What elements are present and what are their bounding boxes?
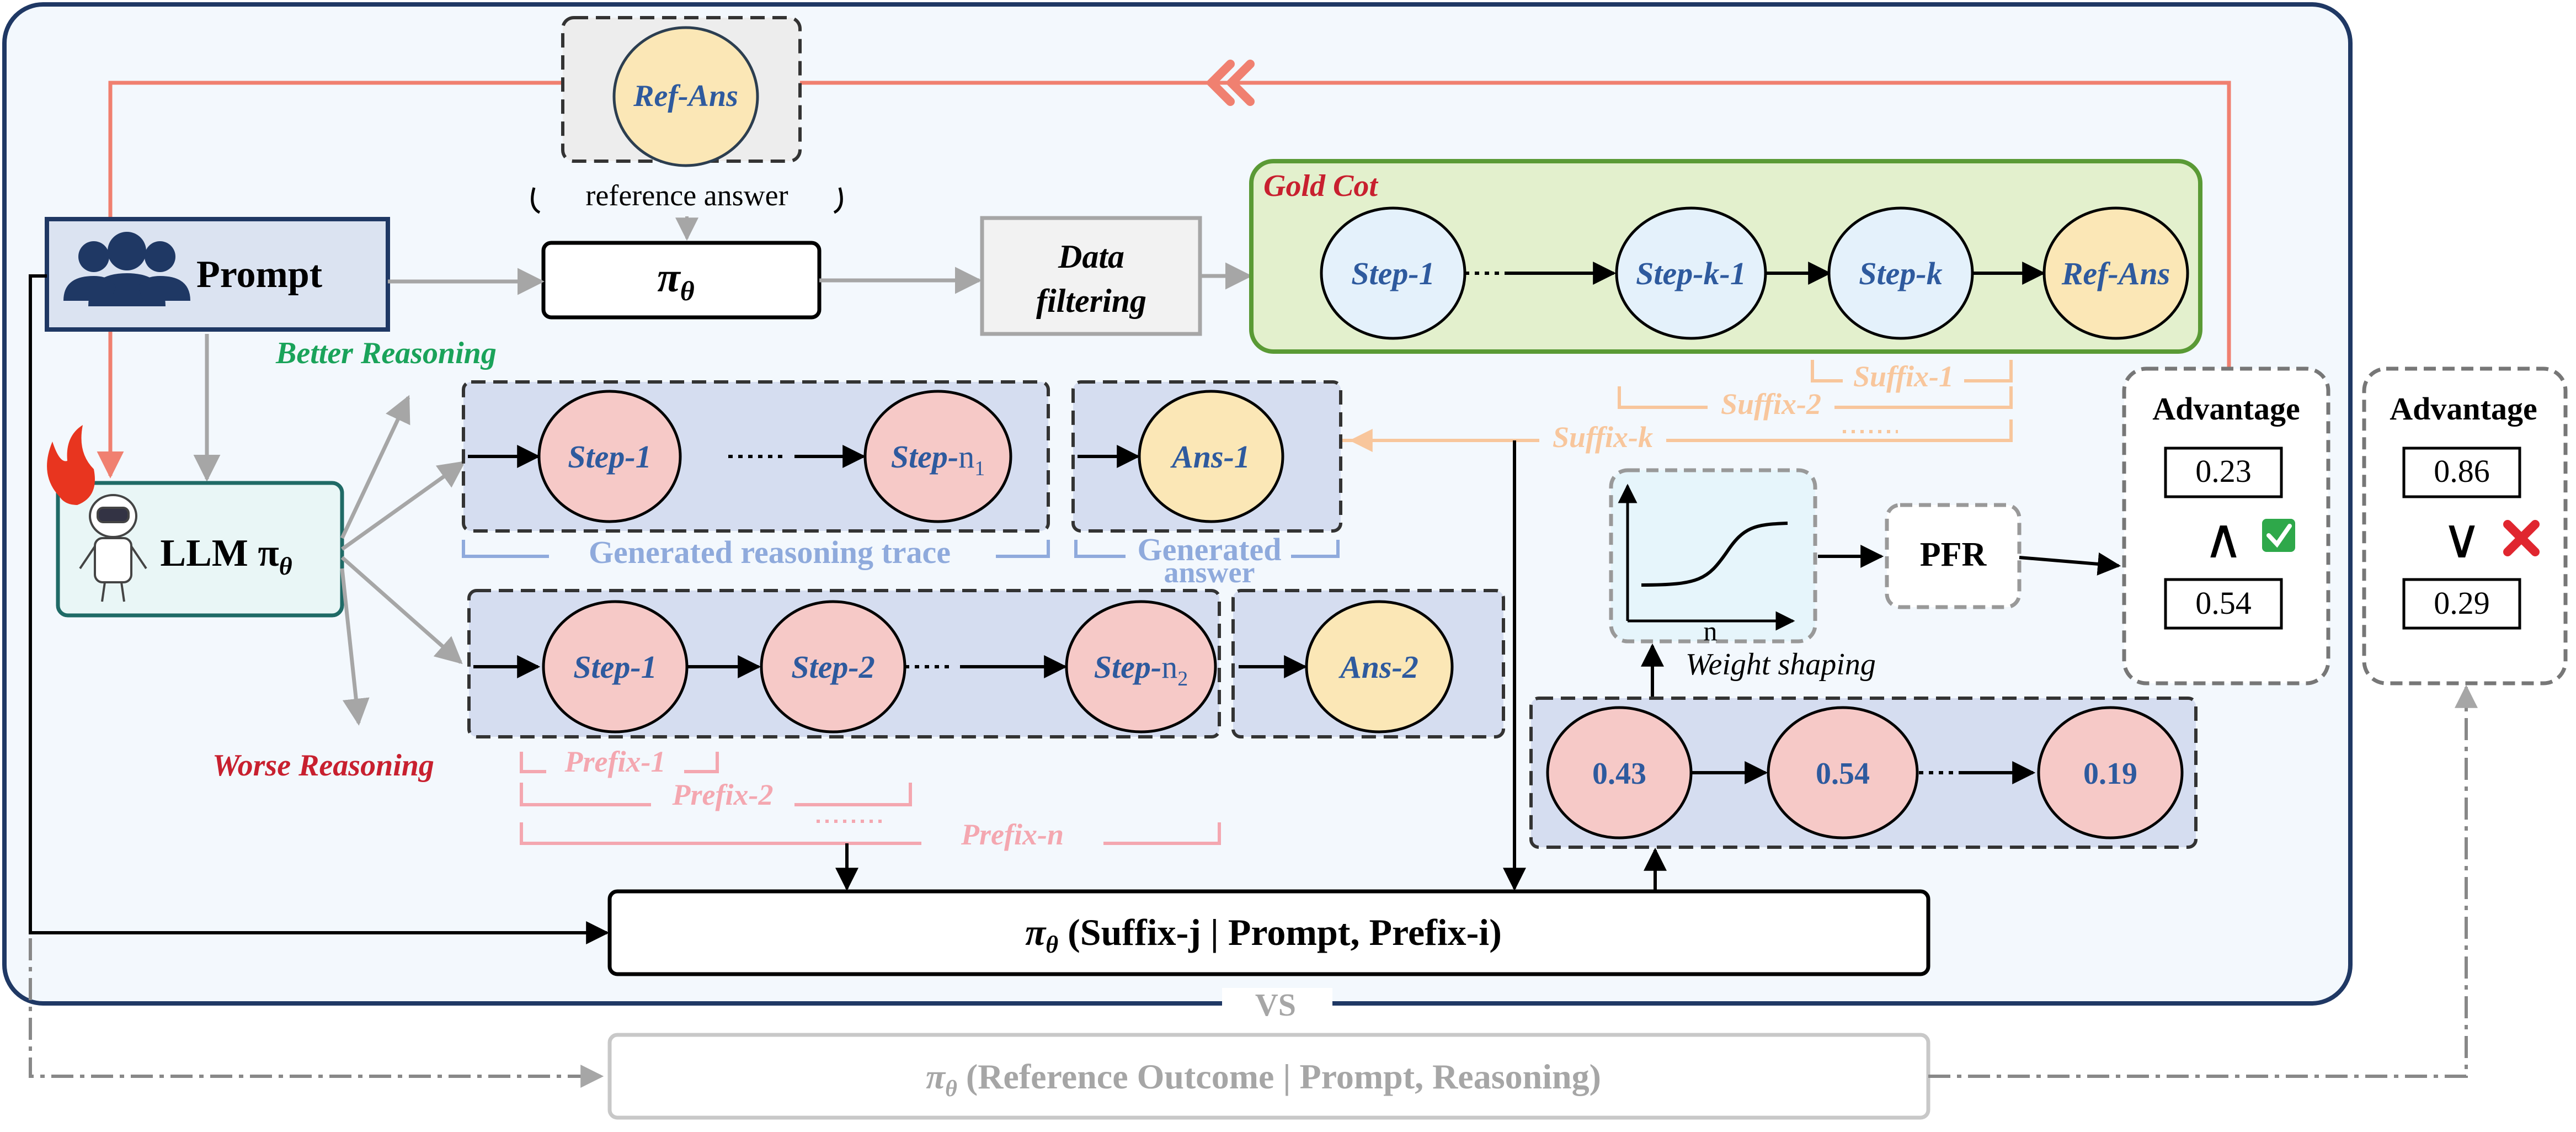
reference-answer-caption: reference answer	[585, 179, 788, 212]
suffix-1: Suffix-1	[1853, 360, 1954, 393]
trace2-step-n2-var: n	[1161, 649, 1177, 685]
trace1-caption: Generated reasoning trace	[589, 534, 951, 570]
gold-cot-title: Gold Cot	[1263, 169, 1378, 203]
svg-text:πθ: πθ	[657, 254, 695, 306]
data-filtering-line2: filtering	[1036, 283, 1146, 319]
policy-theta: θ	[680, 275, 695, 306]
gold-step-1-label: Step-1	[1351, 256, 1434, 291]
answer-caption-line2: answer	[1164, 556, 1255, 589]
answer-caption-line1: Generated	[1138, 532, 1282, 567]
llm-label: LLM π	[160, 532, 279, 575]
answer-1: Ans-1	[1071, 380, 1342, 533]
prob-row: 0.43 0.54 0.19	[1529, 697, 2198, 849]
trace2-step-n2	[1065, 600, 1217, 734]
prob-node-3	[2037, 706, 2184, 839]
trace1-step-n1	[863, 390, 1012, 523]
trace2-step-n2-sub: 2	[1177, 667, 1188, 690]
adv-right-title: Advantage	[2390, 391, 2537, 427]
cond-theta: θ	[1046, 931, 1058, 958]
llm-box: LLM πθ	[47, 425, 344, 618]
pfr-label: PFR	[1920, 536, 1987, 573]
users-icon	[63, 232, 190, 306]
prompt-label: Prompt	[196, 253, 322, 296]
check-icon	[2262, 519, 2295, 552]
adv-right-op: ∨	[2441, 508, 2482, 570]
prompt-box: Prompt	[45, 217, 390, 332]
svg-text:Step-n2: Step-n2	[1094, 649, 1188, 690]
cross-icon	[2503, 520, 2540, 556]
gold-step-k-label: Step-k	[1859, 256, 1942, 291]
adv-left-top: 0.23	[2195, 453, 2252, 489]
trace-1: Step-1 Step-n1	[462, 380, 1050, 533]
data-filtering-box: Data filtering	[980, 216, 1202, 336]
gold-ref-ans-label: Ref-Ans	[2061, 256, 2170, 291]
reference-answer-box: Ref-Ans reference answer	[530, 16, 844, 241]
adv-left-title: Advantage	[2152, 391, 2300, 427]
answer-2: Ans-2	[1231, 589, 1505, 738]
ref-ans-node	[612, 26, 759, 167]
ans-1-node	[1138, 390, 1284, 523]
prefix-1: Prefix-1	[564, 745, 666, 778]
suffix-2: Suffix-2	[1721, 387, 1821, 421]
prefix-2: Prefix-2	[672, 778, 774, 811]
robot-icon	[79, 494, 147, 602]
baseline-theta: θ	[945, 1076, 957, 1102]
cond-pi: π	[1025, 911, 1047, 953]
baseline-pi: π	[926, 1057, 946, 1096]
conditional-likelihood-box: πθ (Suffix-j | Prompt, Prefix-i)	[607, 889, 1930, 976]
ref-ans-label: Ref-Ans	[633, 79, 738, 113]
trace1-step-n1-var: n	[958, 439, 974, 475]
llm-theta: θ	[279, 552, 292, 580]
prob-value-1: 0.43	[1592, 757, 1646, 791]
advantage-left: Advantage 0.23 ∧ 0.54	[2122, 366, 2330, 685]
svg-text:πθ (Reference Outcome | Prompt: πθ (Reference Outcome | Prompt, Reasonin…	[926, 1057, 1601, 1102]
adv-left-bottom: 0.54	[2195, 585, 2252, 621]
policy-pi: π	[657, 254, 681, 301]
trace2-step-n2-main: Step-	[1094, 649, 1161, 685]
svg-text:LLM πθ: LLM πθ	[160, 532, 292, 580]
weight-axis-label: n	[1704, 615, 1718, 646]
adv-left-op: ∧	[2203, 508, 2243, 570]
fire-icon	[47, 425, 95, 505]
better-reasoning: Better Reasoning	[275, 336, 497, 370]
svg-text:Step-n1: Step-n1	[891, 439, 985, 480]
policy-box: πθ	[541, 241, 822, 320]
weight-shaping-plot: n	[1609, 468, 1817, 646]
gold-cot-panel: Gold Cot Step-1 Step-k-1 Step-k Ref-Ans	[1249, 159, 2202, 354]
prefix-n: Prefix-n	[961, 818, 1064, 851]
trace2-step-2-label: Step-2	[791, 649, 874, 685]
prob-node-2	[1767, 706, 1919, 839]
adv-right-top: 0.86	[2434, 453, 2490, 489]
prob-value-2: 0.54	[1816, 757, 1870, 791]
baseline-box: πθ (Reference Outcome | Prompt, Reasonin…	[607, 1033, 1930, 1120]
suffix-k: Suffix-k	[1553, 421, 1653, 454]
pfr-box: PFR	[1885, 503, 2022, 609]
trace1-step-1	[537, 390, 682, 523]
vs-label: VS	[1255, 987, 1296, 1023]
svg-text:πθ (Suffix-j | Prompt, Prefix-: πθ (Suffix-j | Prompt, Prefix-i)	[1025, 911, 1502, 958]
double-chevron-icon	[1205, 60, 1255, 106]
cond-rest: (Suffix-j | Prompt, Prefix-i)	[1058, 911, 1502, 953]
ans-2-node	[1305, 600, 1454, 734]
trace1-step-n1-main: Step-	[891, 439, 958, 475]
adv-right-bottom: 0.29	[2434, 585, 2490, 621]
prob-value-3: 0.19	[2083, 757, 2137, 791]
trace-2: Step-1 Step-2 Step-n2	[467, 589, 1221, 738]
data-filtering-line1: Data	[1058, 238, 1124, 275]
baseline-rest: (Reference Outcome | Prompt, Reasoning)	[957, 1057, 1601, 1096]
weight-shaping-caption: Weight shaping	[1686, 647, 1876, 682]
trace1-step-n1-sub: 1	[974, 457, 985, 480]
worse-reasoning: Worse Reasoning	[212, 748, 434, 783]
gold-ref-ans	[2042, 206, 2189, 340]
trace1-step-1-label: Step-1	[568, 439, 651, 475]
gold-step-k-1-label: Step-k-1	[1636, 256, 1746, 291]
advantage-right: Advantage 0.86 ∨ 0.29	[2362, 366, 2568, 685]
ans-1-label: Ans-1	[1170, 439, 1250, 475]
ans-2-label: Ans-2	[1338, 649, 1418, 685]
trace2-step-1-label: Step-1	[573, 649, 657, 685]
